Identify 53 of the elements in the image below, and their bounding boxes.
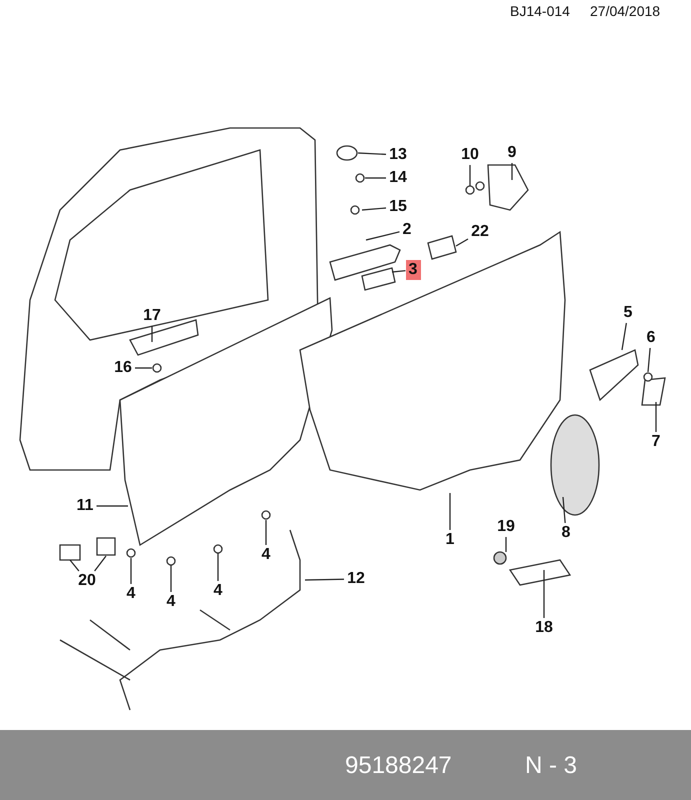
callout-number: 14 <box>386 168 410 188</box>
footer-text: N - 3 <box>525 752 578 780</box>
leader-line <box>366 231 400 241</box>
leader-line <box>170 565 172 592</box>
leader-line <box>392 270 406 273</box>
leader-line <box>217 553 219 581</box>
callout-number: 17 <box>140 306 164 326</box>
leader-line <box>456 238 468 247</box>
leader-line <box>365 177 386 179</box>
callout-number: 1 <box>442 530 458 550</box>
leader-line <box>151 326 153 342</box>
callout-number: 20 <box>75 571 99 591</box>
leader-line <box>505 537 507 552</box>
leader-line <box>362 207 386 211</box>
leader-line <box>469 165 471 186</box>
leader-line <box>358 152 386 155</box>
callout-number: 4 <box>124 584 138 604</box>
callout-number: 8 <box>558 523 574 543</box>
callout-number: 4 <box>258 545 274 565</box>
callout-number: 5 <box>620 303 636 323</box>
callout-number: 12 <box>344 569 368 589</box>
callout-number: 22 <box>468 222 492 242</box>
callout-number: 7 <box>648 432 664 452</box>
callout-number: 16 <box>111 358 135 378</box>
leader-line <box>304 578 344 581</box>
callout-number: 4 <box>164 592 178 612</box>
leader-line <box>265 520 267 545</box>
header-note: BJ14-014 <box>510 3 570 19</box>
leader-line <box>449 493 451 530</box>
leader-line <box>135 367 152 369</box>
leader-line <box>562 496 566 524</box>
callout-number: 4 <box>210 581 226 601</box>
leader-line <box>543 570 545 618</box>
leader-line <box>130 558 132 584</box>
leader-line <box>70 560 80 572</box>
callout-number: 3 <box>406 260 420 280</box>
callout-number: 11 <box>74 496 96 516</box>
footer-text: 95188247 <box>345 752 452 780</box>
callout-number: 6 <box>644 328 658 348</box>
header-note: 27/04/2018 <box>590 3 660 19</box>
leader-line <box>621 322 627 350</box>
callout-number: 2 <box>400 220 414 240</box>
leader-line <box>94 556 106 572</box>
callout-number: 19 <box>494 517 518 537</box>
leader-line <box>511 163 513 180</box>
callout-number: 13 <box>386 145 410 165</box>
leader-line <box>647 348 651 372</box>
callout-number: 15 <box>386 197 410 217</box>
callout-number: 10 <box>458 145 482 165</box>
callout-number: 9 <box>504 143 520 163</box>
leader-line <box>655 402 657 432</box>
callout-number: 18 <box>532 618 556 638</box>
leader-line <box>96 505 128 507</box>
